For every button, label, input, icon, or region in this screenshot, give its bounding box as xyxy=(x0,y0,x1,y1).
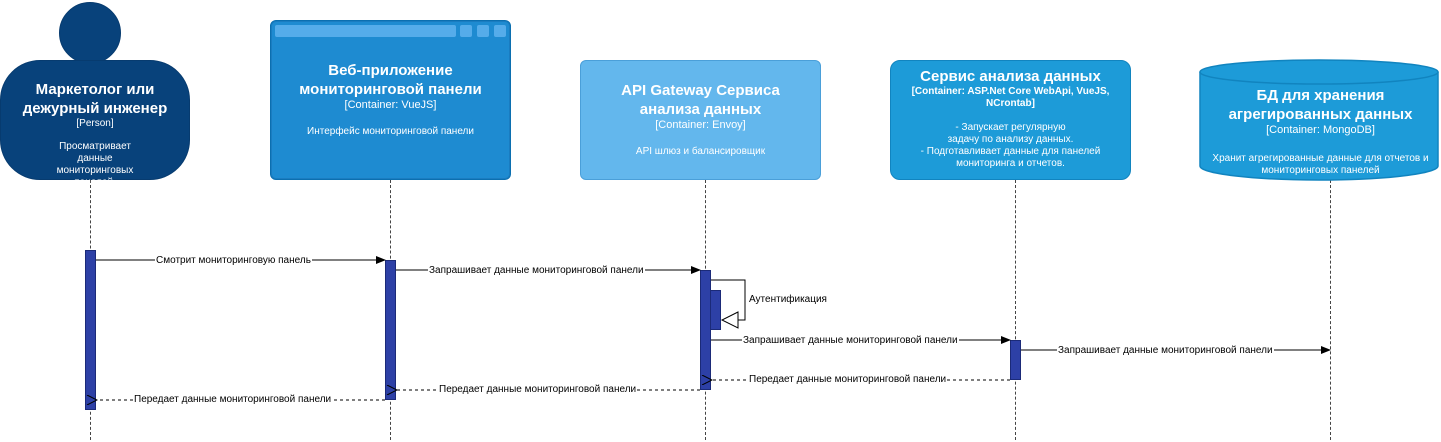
webapp-title: Веб-приложение мониторинговой панели xyxy=(299,62,482,98)
gateway-description: API шлюз и балансировщик xyxy=(635,146,766,157)
activation-person xyxy=(85,250,96,410)
webapp-type: [Container: VueJS] xyxy=(344,99,437,111)
message-label-r3: Передает данные мониторинговой панели xyxy=(133,394,333,406)
message-label-m4: Запрашивает данные мониторинговой панели xyxy=(742,335,959,347)
message-label-m1: Смотрит мониторинговую панель xyxy=(155,255,312,267)
message-label-m5: Запрашивает данные мониторинговой панели xyxy=(1057,345,1274,357)
db-description: Хранит агрегированные данные для отчетов… xyxy=(1212,153,1429,176)
service-type: [Container: ASP.Net Core WebApi, VueJS, … xyxy=(911,86,1110,109)
gateway-participant[interactable]: API Gateway Сервиса анализа данных [Cont… xyxy=(580,60,821,180)
window-minimize-icon xyxy=(460,25,472,37)
window-maximize-icon xyxy=(477,25,489,37)
service-description-line-3: - Подготавливает данные для панелей xyxy=(920,146,1101,157)
webapp-description: Интерфейс мониторинговой панели xyxy=(307,126,474,137)
service-description-line-2: задачу по анализу данных. xyxy=(947,134,1074,145)
person-title: Маркетолог или дежурный инженер xyxy=(22,81,168,117)
service-participant[interactable]: Сервис анализа данных [Container: ASP.Ne… xyxy=(890,60,1131,180)
webapp-window-bar xyxy=(275,25,456,37)
window-close-icon xyxy=(494,25,506,37)
service-description-line-4: мониторинга и отчетов. xyxy=(956,158,1065,169)
service-title: Сервис анализа данных xyxy=(920,68,1101,85)
gateway-title: API Gateway Сервиса анализа данных xyxy=(621,82,780,118)
activation-gateway xyxy=(700,270,711,390)
gateway-type: [Container: Envoy] xyxy=(655,119,746,131)
lifeline-db xyxy=(1330,180,1331,440)
arrow-m3-head xyxy=(720,311,739,329)
message-label-r1: Передает данные мониторинговой панели xyxy=(748,374,948,386)
activation-gateway-auth xyxy=(710,290,721,330)
activation-service xyxy=(1010,340,1021,380)
message-label-r2: Передает данные мониторинговой панели xyxy=(438,384,638,396)
person-description: Просматривает данные мониторинговых пане… xyxy=(56,141,134,188)
arrow-m3 xyxy=(711,279,746,321)
service-description-line-1: - Запускает регулярную xyxy=(955,122,1066,133)
db-type: [Container: MongoDB] xyxy=(1266,124,1375,136)
person-type: [Person] xyxy=(76,118,114,129)
db-title: БД для хранения агрегированных данных xyxy=(1228,87,1413,123)
webapp-participant[interactable]: Веб-приложение мониторинговой панели [Co… xyxy=(270,20,511,180)
lifeline-service xyxy=(1015,180,1016,440)
activation-webapp xyxy=(385,260,396,400)
message-label-m2: Запрашивает данные мониторинговой панели xyxy=(428,265,645,277)
db-participant[interactable]: БД для хранения агрегированных данных [C… xyxy=(1200,86,1441,178)
db-cylinder-icon xyxy=(1199,59,1439,181)
message-label-m3: Аутентификация xyxy=(749,294,827,305)
person-participant[interactable]: Маркетолог или дежурный инженер [Person]… xyxy=(0,60,190,188)
